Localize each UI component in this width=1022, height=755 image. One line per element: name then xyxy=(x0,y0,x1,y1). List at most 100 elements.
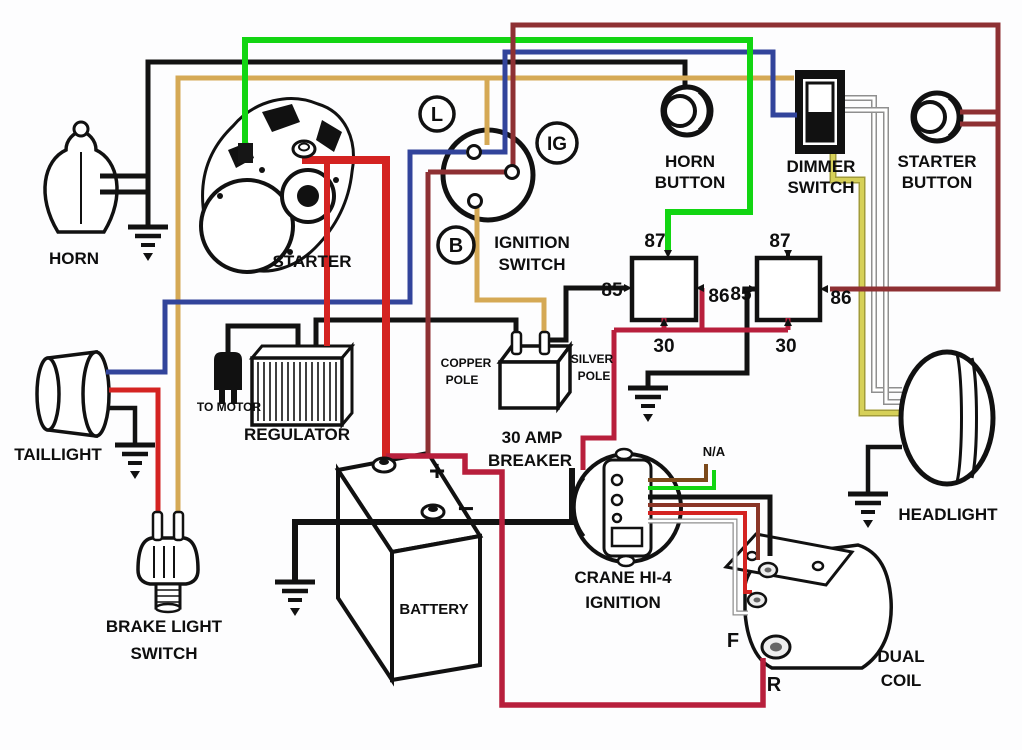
coil-terminals xyxy=(746,561,792,660)
wire-green-starter-to-relay1-87 xyxy=(242,37,753,250)
wire-taillight-ground xyxy=(109,405,138,443)
brake-switch-terminal-1 xyxy=(151,510,164,542)
relay-left-body xyxy=(629,255,699,323)
silver-pole-label-1: SILVER xyxy=(571,352,614,366)
wire-blue-l-to-dimmer xyxy=(481,49,797,155)
wire-brake-switch-to-taillight xyxy=(109,387,161,514)
dual-coil-label-1: DUAL xyxy=(877,647,924,666)
relay2-30-label: 30 xyxy=(775,336,796,357)
starter-illustration xyxy=(199,97,355,274)
wire-crane-black-to-coil xyxy=(648,494,773,556)
starter-label: STARTER xyxy=(272,252,351,271)
headlight-illustration xyxy=(898,349,996,487)
starter-stud-cap xyxy=(298,142,310,152)
starter-button-label-2: BUTTON xyxy=(902,173,973,192)
wire-crane-brown-na xyxy=(648,464,708,482)
terminal-b-badge xyxy=(436,225,476,265)
coil-f-label: F xyxy=(727,630,739,652)
terminal-l-badge xyxy=(418,95,456,133)
battery-negative-bolt xyxy=(428,506,438,512)
copper-pole-label-1: COPPER xyxy=(441,356,492,370)
ignition-switch-label-2: SWITCH xyxy=(498,255,565,274)
horn-illustration xyxy=(43,120,119,234)
wire-headlight-ground xyxy=(865,444,902,492)
wire-maroon-ig-to-starter-button xyxy=(510,22,1001,166)
wire-starter-to-battery-positive xyxy=(302,156,390,462)
wire-horn-to-horn-button xyxy=(145,59,688,225)
brake-switch-label-1: BRAKE LIGHT xyxy=(106,617,223,636)
ignition-switch-label-1: IGNITION xyxy=(494,233,570,252)
battery-minus-label: − xyxy=(458,493,474,524)
relay1-30-label: 30 xyxy=(653,336,674,357)
ignition-terminal-b xyxy=(467,193,483,209)
wire-regulator-to-motor-plug xyxy=(225,323,301,355)
crane-label-1: CRANE HI-4 xyxy=(574,568,672,587)
silver-pole-label-2: POLE xyxy=(578,369,611,383)
copper-pole-label-2: POLE xyxy=(446,373,479,387)
wire-blue-taillight-run xyxy=(106,149,466,375)
wire-tan-main-run xyxy=(175,75,794,514)
starter-button-illustration xyxy=(910,90,964,144)
crane-na-label: N/A xyxy=(703,444,726,459)
wire-crane-white xyxy=(648,519,748,615)
dual-coil-label-2: COIL xyxy=(881,671,922,690)
to-motor-label: TO MOTOR xyxy=(197,400,262,414)
taillight-illustration xyxy=(35,350,111,438)
relay2-85-label: 85 xyxy=(730,284,752,305)
brake-switch-terminal-2 xyxy=(172,510,185,542)
brake-switch-illustration xyxy=(136,536,200,614)
terminal-b-label: B xyxy=(449,235,463,257)
breaker-illustration xyxy=(496,340,574,414)
relay1-85-label: 85 xyxy=(601,280,623,301)
horn-button-label-1: HORN xyxy=(665,152,715,171)
wire-crimson-bus-to-crane xyxy=(580,330,617,470)
battery-plus-label: + xyxy=(429,455,445,486)
terminal-l-label: L xyxy=(431,104,443,126)
horn-button-label-2: BUTTON xyxy=(655,173,726,192)
silver-pole-terminal xyxy=(538,330,551,356)
horn-button-illustration xyxy=(660,84,714,138)
dimmer-label-1: DIMMER xyxy=(787,157,856,176)
ground-taillight xyxy=(115,445,155,479)
breaker-label-2: BREAKER xyxy=(488,451,572,470)
wire-regulator-to-copper-pole xyxy=(313,317,519,346)
terminal-ig-label: IG xyxy=(547,134,567,155)
wire-battery-negative xyxy=(292,468,575,580)
starter-button-label-1: STARTER xyxy=(897,152,976,171)
relay1-87-label: 87 xyxy=(644,231,665,252)
crane-label-2: IGNITION xyxy=(585,593,661,612)
battery-positive-bolt xyxy=(379,459,389,465)
breaker-label-1: 30 AMP xyxy=(502,428,563,447)
relay2-87-label: 87 xyxy=(769,231,790,252)
ignition-terminal-ig xyxy=(504,164,520,180)
terminal-ig-badge xyxy=(535,121,579,165)
ground-relay xyxy=(628,388,668,422)
dimmer-label-2: SWITCH xyxy=(787,178,854,197)
horn-label: HORN xyxy=(49,249,99,268)
wire-crane-red-to-coil-f xyxy=(648,511,752,594)
ground-horn xyxy=(128,227,168,261)
regulator-label: REGULATOR xyxy=(244,425,350,444)
wire-b-terminal-to-silver-pole xyxy=(474,208,547,334)
wire-yellow-dimmer-headlight xyxy=(831,154,899,415)
ground-headlight xyxy=(848,494,888,528)
wire-white-dimmer-headlight-1 xyxy=(845,96,902,392)
wire-white-dimmer-headlight-2 xyxy=(845,108,902,404)
coil-r-label: R xyxy=(767,674,782,696)
starter-green-terminal xyxy=(238,143,253,163)
ground-battery xyxy=(275,582,315,616)
wire-crane-green-na xyxy=(648,470,716,490)
brake-switch-label-2: SWITCH xyxy=(130,644,197,663)
motor-plug xyxy=(214,352,242,390)
headlight-label: HEADLIGHT xyxy=(898,505,998,524)
horn-knob xyxy=(72,120,90,138)
relay-right-body xyxy=(754,255,823,323)
wire-relay1-85-to-silver-pole xyxy=(549,285,624,343)
battery-label: BATTERY xyxy=(399,601,468,618)
copper-pole-terminal xyxy=(510,330,523,356)
wire-crane-darkred-to-coil xyxy=(648,503,760,560)
battery-illustration xyxy=(334,450,484,687)
crane-ignition-illustration xyxy=(571,447,683,568)
